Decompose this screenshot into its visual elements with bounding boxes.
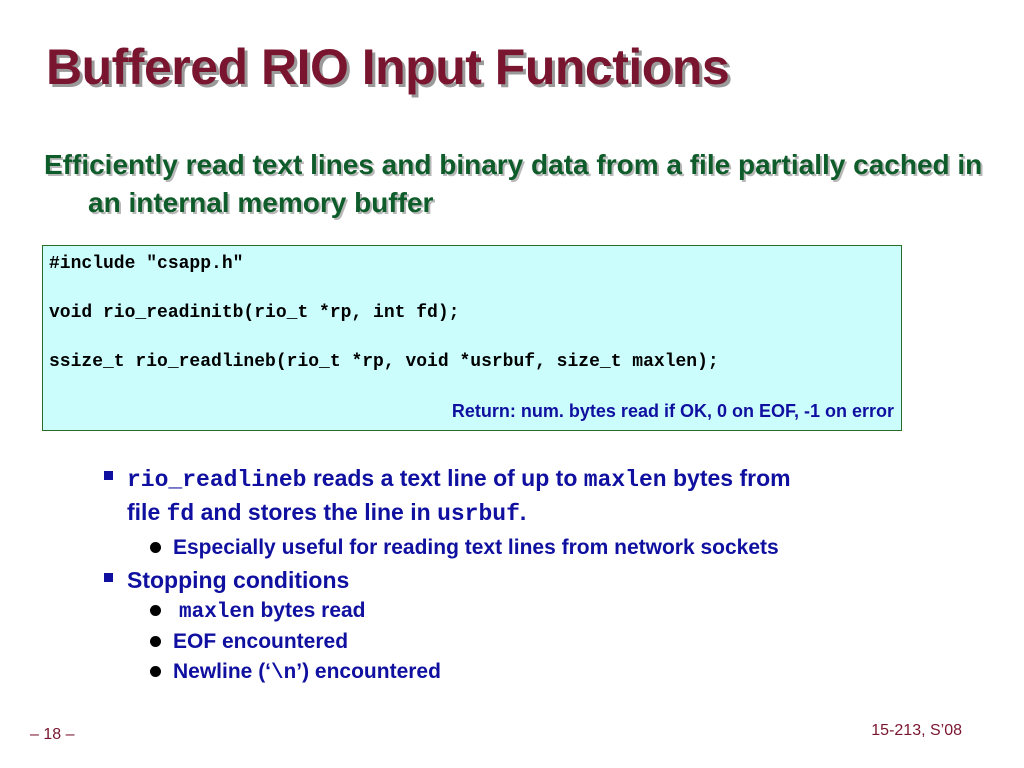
code-box: #include "csapp.h" void rio_readinitb(ri… bbox=[42, 245, 902, 431]
code-line-readlineb: ssize_t rio_readlineb(rio_t *rp, void *u… bbox=[49, 352, 719, 372]
sub-bullet-text: maxlen bytes read bbox=[179, 599, 366, 624]
return-note: Return: num. bytes read if OK, 0 on EOF,… bbox=[451, 401, 894, 421]
slide-title: Buffered RIO Input Functions bbox=[46, 39, 730, 95]
code-maxlen: maxlen bbox=[583, 467, 667, 493]
bullet-readlineb-line1: rio_readlineb reads a text line of up to… bbox=[127, 462, 791, 496]
code-usrbuf: usrbuf bbox=[437, 501, 520, 527]
sub-bullet-label: Newline (‘ bbox=[173, 660, 272, 683]
bullet-text: . bbox=[519, 499, 527, 525]
code-maxlen: maxlen bbox=[179, 601, 255, 624]
fn-rio-readlineb: rio_readlineb bbox=[127, 467, 307, 493]
square-bullet-icon bbox=[104, 573, 113, 582]
lead-paragraph: Efficiently read text lines and binary d… bbox=[44, 149, 983, 218]
code-newline: \n bbox=[271, 662, 297, 685]
code-line-readinitb: void rio_readinitb(rio_t *rp, int fd); bbox=[49, 303, 460, 323]
bullet-text: file bbox=[127, 499, 167, 525]
bullet-readlineb-line2: file fd and stores the line in usrbuf. bbox=[127, 496, 526, 530]
bullet-text: bytes from bbox=[666, 465, 791, 491]
round-bullet-icon bbox=[150, 636, 161, 647]
code-fd: fd bbox=[166, 501, 195, 527]
course-label: 15-213, S’08 bbox=[871, 722, 962, 739]
round-bullet-icon bbox=[150, 542, 161, 553]
bullet-text: Stopping conditions bbox=[127, 567, 350, 593]
code-line-include: #include "csapp.h" bbox=[49, 254, 244, 274]
bullet-text: reads a text line of up to bbox=[306, 465, 584, 491]
round-bullet-icon bbox=[150, 666, 161, 677]
sub-bullet-text: EOF encountered bbox=[173, 630, 349, 653]
sub-bullet-label: bytes read bbox=[254, 599, 366, 622]
bullet-text: and stores the line in bbox=[194, 499, 438, 525]
sub-bullet-text: Newline (‘\n’) encountered bbox=[173, 660, 441, 685]
page-number: – 18 – bbox=[30, 726, 75, 743]
round-bullet-icon bbox=[150, 605, 161, 616]
sub-bullet-text: Especially useful for reading text lines… bbox=[173, 536, 779, 559]
sub-bullet-label: ’) encountered bbox=[296, 660, 441, 683]
square-bullet-icon bbox=[104, 471, 113, 480]
